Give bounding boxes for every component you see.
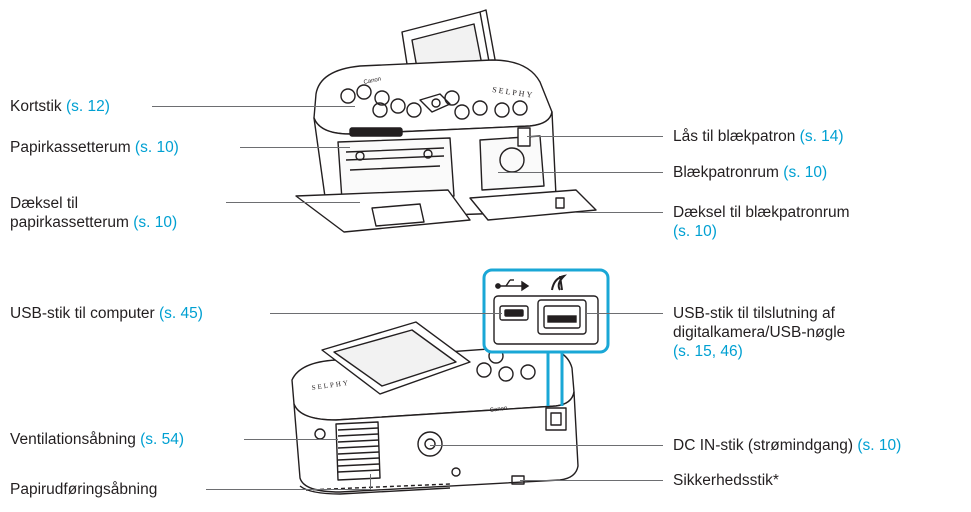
leader-line-usb-computer xyxy=(270,313,502,314)
label-kortstik: Kortstik (s. 12) xyxy=(10,98,110,115)
leader-line-daeksel-blaek xyxy=(575,212,663,213)
leader-line-ventilation xyxy=(244,439,338,440)
printer-brand-top: Canon xyxy=(363,76,382,86)
label-papirkassetterum: Papirkassetterum (s. 10) xyxy=(10,139,179,156)
leader-line-usb-kamera xyxy=(586,313,663,314)
pictbridge-icon xyxy=(551,274,568,291)
leader-line-blaekpatronrum xyxy=(498,172,663,173)
label-ventilation: Ventilationsåbning (s. 54) xyxy=(10,431,185,448)
label-dcin: DC IN-stik (strømindgang) (s. 10) xyxy=(673,437,902,454)
label-blaekpatronrum: Blækpatronrum (s. 10) xyxy=(673,164,828,181)
label-usb-kamera: USB-stik til tilslutning af digitalkamer… xyxy=(673,305,846,360)
usb-icon xyxy=(495,279,530,292)
printer-brand-bottom: Canon xyxy=(489,406,507,414)
label-daeksel-papirkassetterum: Dæksel til papirkassetterum (s. 10) xyxy=(10,195,178,231)
label-sikkerhed: Sikkerhedsstik* xyxy=(673,472,779,489)
leader-line-daeksel-papir xyxy=(226,202,360,203)
leader-line-laas xyxy=(527,136,663,137)
leader-line-dcin xyxy=(430,445,663,446)
label-laas-blaekpatron: Lås til blækpatron (s. 14) xyxy=(673,128,844,145)
leader-line-kortstik xyxy=(152,106,355,107)
label-papirudforing: Papirudføringsåbning xyxy=(10,481,158,498)
label-daeksel-blaekpatronrum: Dæksel til blækpatronrum (s. 10) xyxy=(673,204,850,240)
leader-line-papirudforing xyxy=(206,489,370,490)
label-usb-computer: USB-stik til computer (s. 45) xyxy=(10,305,203,322)
leader-line-papirkassetterum xyxy=(240,147,350,148)
leader-line-papirudforing-v xyxy=(370,474,371,490)
leader-line-sikkerhed xyxy=(520,480,663,481)
